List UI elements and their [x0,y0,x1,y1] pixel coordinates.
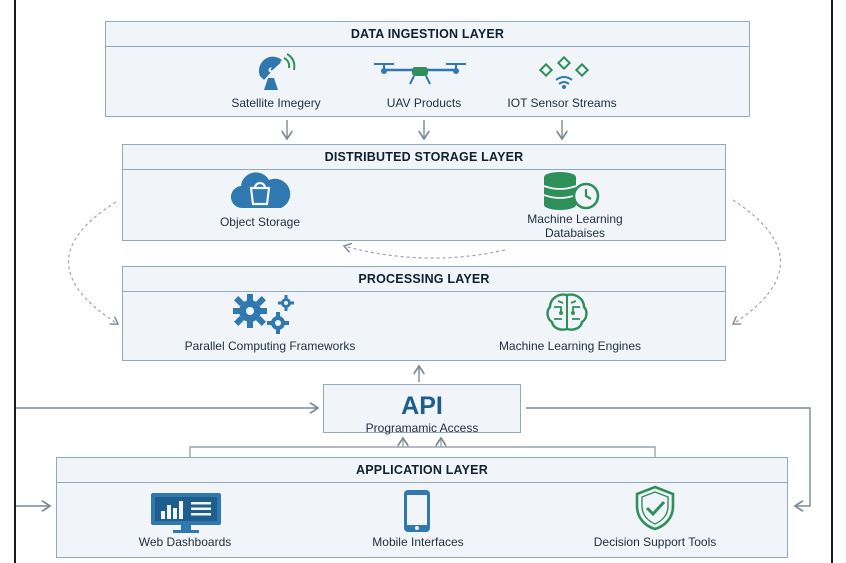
processing-item-ml-engines: Machine Learning Engines [498,339,642,353]
arrow-storage-internal [344,246,506,259]
mobile-phone-icon [401,488,433,539]
storage-item-ml-1: Machine Learning [527,212,623,226]
gears-icon [230,291,300,342]
drone-icon [370,58,470,91]
api-box: API Programamic Access [323,384,521,435]
layer-title: PROCESSING LAYER [123,267,725,292]
layer-title: DATA INGESTION LAYER [106,22,749,47]
brain-chip-icon [544,291,590,340]
arrow-left-loop [67,201,118,324]
storage-item-ml-2: Databaises [544,226,606,240]
shield-check-icon [632,484,678,537]
application-item-dashboards: Web Dashboards [138,535,232,549]
processing-layer: PROCESSING LAYER [122,266,726,361]
application-item-mobile: Mobile Interfaces [372,535,464,549]
ingestion-item-uav: UAV Products [386,96,462,110]
satellite-dish-icon [254,52,300,97]
application-item-decision: Decision Support Tools [593,535,717,549]
storage-item-object: Object Storage [219,215,301,229]
database-clock-icon [540,170,604,217]
api-title: API [401,392,443,420]
frame-left-edge [14,0,16,563]
api-subtitle: Programamic Access [365,421,479,435]
processing-item-parallel: Parallel Computing Frameworks [184,339,356,353]
ingestion-item-satellite: Satellite Imegery [231,96,321,110]
distributed-storage-layer: DISTRIBUTED STORAGE LAYER [122,144,726,241]
ingestion-item-iot: IOT Sensor Streams [507,96,617,110]
iot-sensor-icon [537,55,591,95]
layer-title: DISTRIBUTED STORAGE LAYER [123,145,725,170]
arrow-right-feedback [526,407,811,506]
arrow-right-loop [733,199,782,324]
frame-right-edge [831,0,833,563]
dashboard-monitor-icon [145,489,227,540]
layer-title: APPLICATION LAYER [57,458,787,483]
cloud-storage-icon [229,170,291,217]
arrow-application-to-api [189,446,656,458]
